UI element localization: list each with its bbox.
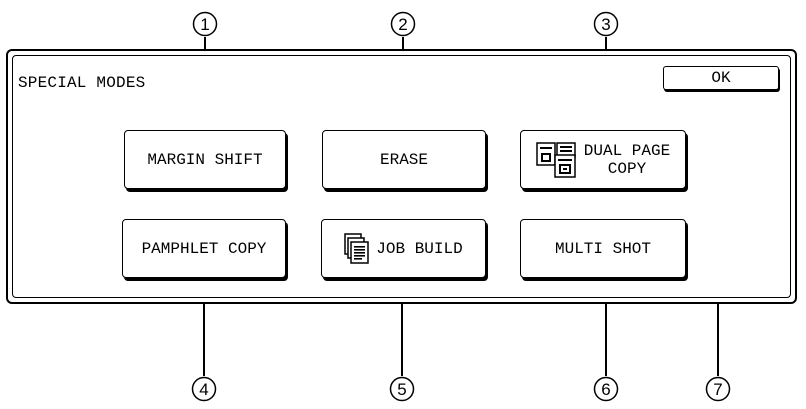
callout-7: 7 — [705, 376, 731, 402]
dual-page-copy-label-line2: COPY — [607, 159, 647, 178]
pamphlet-copy-button[interactable]: PAMPHLET COPY — [122, 219, 286, 278]
panel-inner-border — [12, 55, 791, 298]
callout-5-number: 5 — [397, 379, 407, 399]
stacked-documents-icon — [344, 232, 370, 265]
ok-button[interactable]: OK — [663, 66, 779, 90]
callout-6: 6 — [593, 376, 619, 402]
multi-shot-label: MULTI SHOT — [554, 239, 651, 258]
panel-title: SPECIAL MODES — [18, 74, 146, 92]
pamphlet-copy-label: PAMPHLET COPY — [141, 239, 267, 258]
job-build-label: JOB BUILD — [376, 239, 463, 258]
margin-shift-label: MARGIN SHIFT — [147, 150, 263, 169]
callout-3-number: 3 — [601, 14, 611, 34]
callout-4: 4 — [191, 376, 217, 402]
callout-5: 5 — [389, 376, 415, 402]
callout-3: 3 — [593, 11, 619, 37]
callout-1: 1 — [192, 11, 218, 37]
dual-page-copy-icon — [536, 141, 578, 178]
multi-shot-button[interactable]: MULTI SHOT — [520, 219, 686, 278]
callout-7-number: 7 — [713, 379, 723, 399]
ok-button-label: OK — [711, 69, 731, 87]
dual-page-copy-button[interactable]: DUAL PAGE COPY — [520, 130, 686, 189]
margin-shift-button[interactable]: MARGIN SHIFT — [124, 130, 286, 189]
dual-page-copy-label-line1: DUAL PAGE — [583, 141, 671, 160]
erase-label: ERASE — [379, 150, 428, 169]
dual-page-copy-label: DUAL PAGE COPY — [584, 142, 670, 178]
job-build-button[interactable]: JOB BUILD — [321, 219, 486, 278]
callout-6-number: 6 — [601, 379, 611, 399]
callout-4-number: 4 — [199, 379, 209, 399]
erase-button[interactable]: ERASE — [322, 130, 486, 189]
callout-2: 2 — [390, 11, 416, 37]
callout-1-number: 1 — [200, 14, 210, 34]
callout-2-number: 2 — [398, 14, 408, 34]
